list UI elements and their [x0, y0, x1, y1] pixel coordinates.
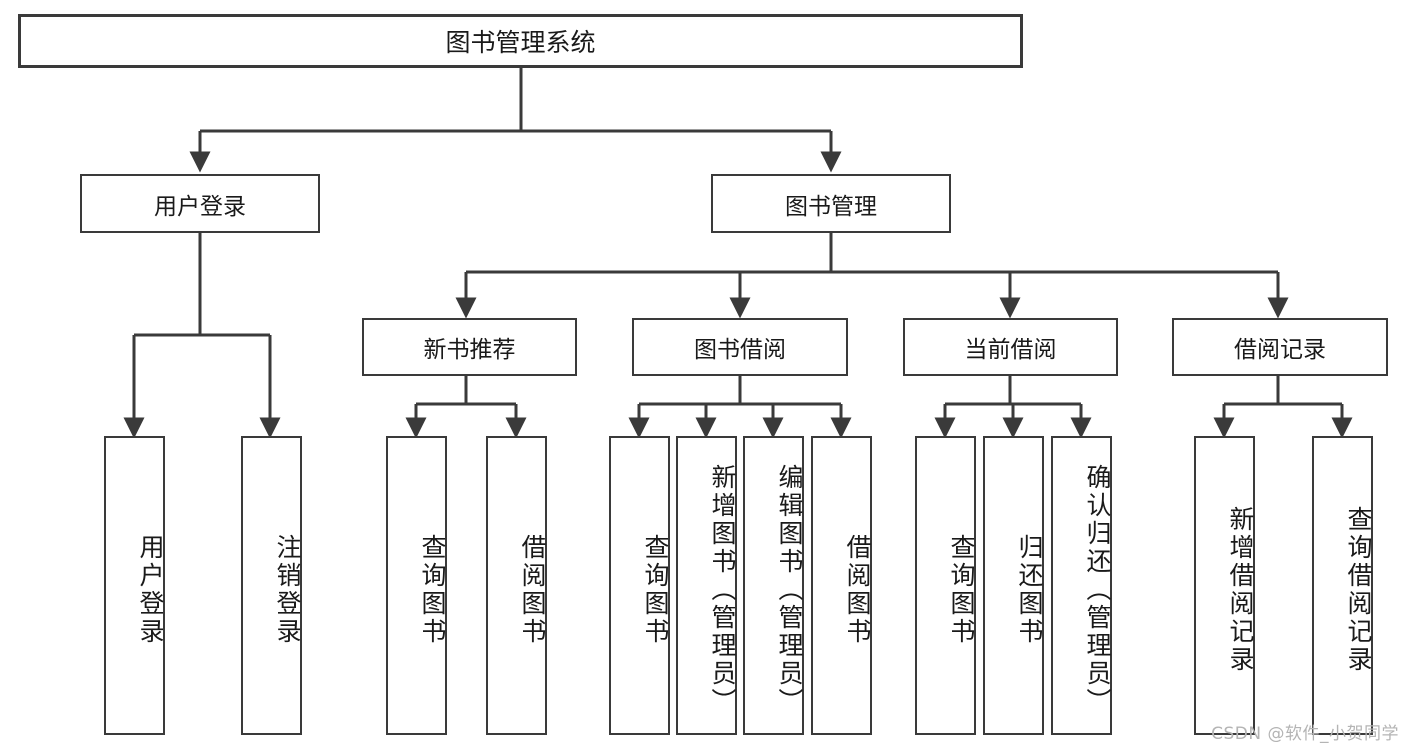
node-user-login[interactable]: 用户登录 — [80, 174, 320, 233]
node-leaf-edit-book[interactable]: 编辑图书（管理员） — [743, 436, 804, 735]
node-leaf-query-book-new[interactable]: 查询图书 — [386, 436, 447, 735]
node-leaf-query-book-current[interactable]: 查询图书 — [915, 436, 976, 735]
leaf-label: 借阅图书 — [843, 533, 872, 646]
node-leaf-query-book-borrow[interactable]: 查询图书 — [609, 436, 670, 735]
node-leaf-borrow-book-new[interactable]: 借阅图书 — [486, 436, 547, 735]
leaf-label: 借阅图书 — [518, 533, 547, 646]
node-leaf-confirm-return[interactable]: 确认归还（管理员） — [1051, 436, 1112, 735]
watermark-text: CSDN @软件_小贺同学 — [1211, 724, 1399, 744]
node-leaf-return-book[interactable]: 归还图书 — [983, 436, 1044, 735]
leaf-label: 查询图书 — [641, 533, 670, 646]
leaf-label: 注销登录 — [273, 533, 302, 646]
leaf-label: 归还图书 — [1015, 533, 1044, 646]
node-book-manage[interactable]: 图书管理 — [711, 174, 951, 233]
node-leaf-borrow-book-borrow[interactable]: 借阅图书 — [811, 436, 872, 735]
leaf-label: 新增图书（管理员） — [708, 463, 737, 716]
leaf-label: 编辑图书（管理员） — [775, 463, 804, 716]
leaf-label: 查询图书 — [418, 533, 447, 646]
node-leaf-add-borrow-record[interactable]: 新增借阅记录 — [1194, 436, 1255, 735]
node-leaf-logout-login[interactable]: 注销登录 — [241, 436, 302, 735]
leaf-label: 新增借阅记录 — [1226, 505, 1255, 674]
leaf-label: 查询借阅记录 — [1344, 505, 1373, 674]
node-current-borrow[interactable]: 当前借阅 — [903, 318, 1118, 376]
node-borrow-record[interactable]: 借阅记录 — [1172, 318, 1388, 376]
node-root-system[interactable]: 图书管理系统 — [18, 14, 1023, 68]
leaf-label: 用户登录 — [136, 533, 165, 646]
node-leaf-user-login[interactable]: 用户登录 — [104, 436, 165, 735]
leaf-label: 确认归还（管理员） — [1083, 463, 1112, 716]
node-leaf-add-book[interactable]: 新增图书（管理员） — [676, 436, 737, 735]
node-book-borrow[interactable]: 图书借阅 — [632, 318, 848, 376]
node-leaf-query-borrow-record[interactable]: 查询借阅记录 — [1312, 436, 1373, 735]
leaf-label: 查询图书 — [947, 533, 976, 646]
node-new-book-recommend[interactable]: 新书推荐 — [362, 318, 577, 376]
